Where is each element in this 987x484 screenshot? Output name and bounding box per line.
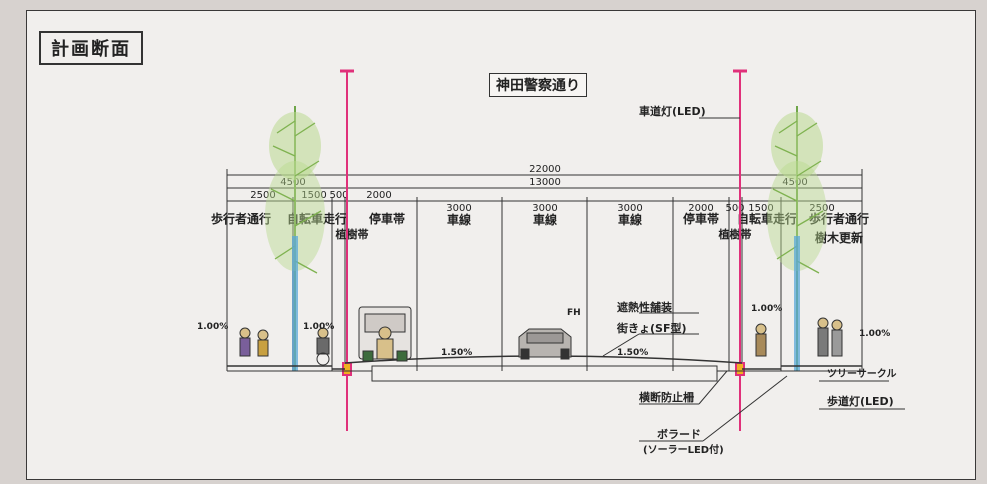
tree-right: [767, 106, 827, 371]
street-name-label: 神田警察通り: [489, 73, 587, 97]
zone-right-planting: 植樹帯: [718, 227, 752, 241]
streetlight-pole-right: [733, 69, 747, 431]
dim-right-ped: 2500: [809, 203, 834, 214]
dim-left-bike: 1500: [301, 190, 326, 201]
slope-left-bike: 1.00%: [303, 322, 334, 332]
dim-lane1: 3000: [446, 203, 471, 214]
callout-bollard-sub: (ソーラーLED付): [643, 443, 724, 456]
slope-road-right: 1.50%: [617, 348, 648, 358]
slope-left-sidewalk: 1.00%: [197, 322, 228, 332]
callout-streetlight: 車道灯(LED): [639, 104, 706, 118]
tree-left: [265, 106, 325, 371]
dim-right-planting: 500: [725, 203, 744, 214]
parked-truck: [358, 306, 412, 362]
callout-heat-pavement: 遮熱性舗装: [617, 300, 672, 314]
zone-tree-renewal: 樹木更新: [815, 230, 863, 245]
page-title: 計画断面: [39, 31, 143, 65]
dim-lane2: 3000: [532, 203, 557, 214]
zone-lane3: 車線: [618, 212, 642, 227]
dim-left-ped: 2500: [250, 190, 275, 201]
callout-tree-circle: ツリーサークル: [827, 368, 897, 380]
cyclist-left: [316, 327, 330, 366]
pedestrians-left: [239, 327, 269, 357]
cyclist-right: [755, 323, 767, 357]
dim-left-park: 2000: [366, 190, 391, 201]
car: [518, 328, 572, 360]
dim-left-sidewalk: 4500: [280, 177, 305, 188]
road-surface: [227, 355, 862, 382]
zone-left-ped: 歩行者通行: [211, 211, 271, 226]
dimension-lines: [226, 169, 863, 371]
callout-bollard: ボラード: [657, 427, 701, 441]
slope-right-bike: 1.00%: [751, 304, 782, 314]
zone-right-park: 停車帯: [683, 211, 719, 226]
dim-right-bike: 1500: [748, 203, 773, 214]
streetlight-pole-left: [340, 69, 354, 431]
callout-sidewalk-light: 歩道灯(LED): [827, 394, 894, 408]
zone-left-park: 停車帯: [369, 211, 405, 226]
cross-section-diagram: 22000 13000 4500 4500 2500 1500 500 2000…: [197, 69, 905, 456]
slope-right-sidewalk: 1.00%: [859, 329, 890, 339]
drawing-frame: 計画断面 神田警察通り 22000 13000 4500 4500: [26, 10, 976, 480]
dim-carriageway: 13000: [529, 177, 561, 188]
dim-total: 22000: [529, 164, 561, 175]
zone-right-ped: 歩行者通行: [809, 211, 869, 226]
callout-fh: FH: [567, 308, 581, 318]
dim-right-sidewalk: 4500: [782, 177, 807, 188]
callout-gutter: 街きょ(SF型): [616, 321, 687, 335]
dim-right-park: 2000: [688, 203, 713, 214]
slope-road-left: 1.50%: [441, 348, 472, 358]
leader-lines: [602, 117, 905, 442]
zone-lane2: 車線: [533, 212, 557, 227]
pedestrians-right: [817, 317, 843, 357]
dim-left-planting: 500: [329, 190, 348, 201]
dim-lane3: 3000: [617, 203, 642, 214]
zone-left-planting: 植樹帯: [335, 227, 369, 241]
callout-fence: 横断防止柵: [639, 390, 694, 404]
zone-right-bike: 自転車走行: [737, 211, 797, 226]
zone-lane1: 車線: [447, 212, 471, 227]
